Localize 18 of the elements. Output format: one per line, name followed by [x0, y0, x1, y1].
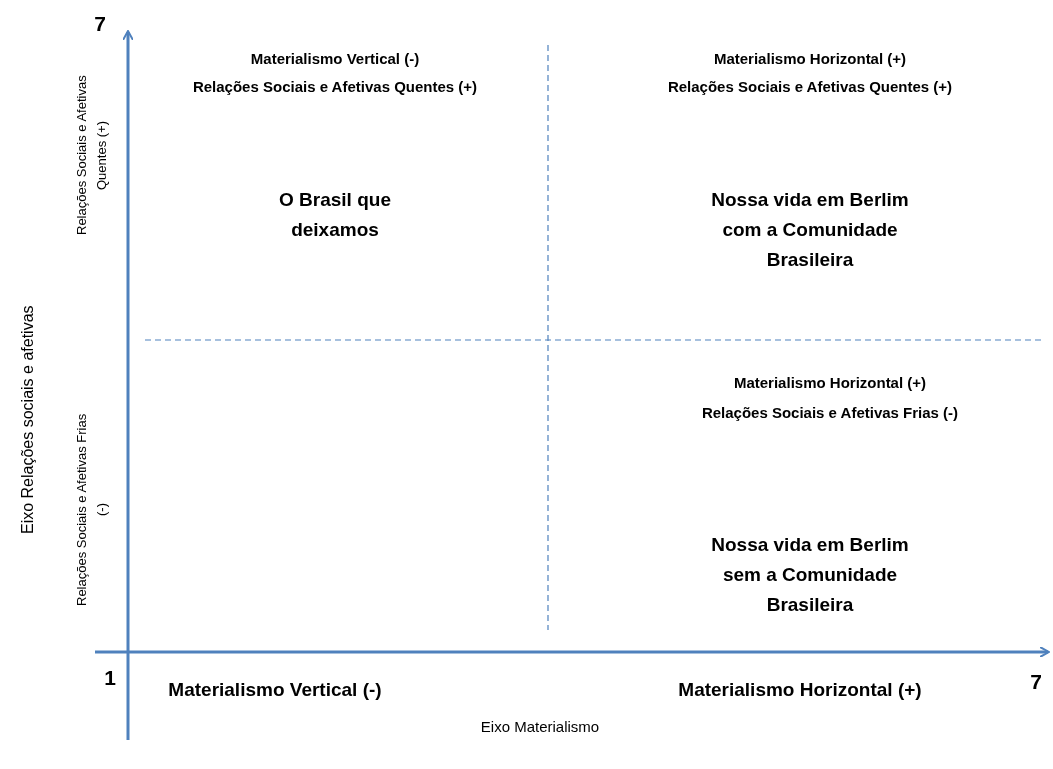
axis-title: Eixo Relações sociais e afetivas — [18, 304, 37, 537]
quadrant-title: Nossa vida em Berlim com a Comunidade Brasileira — [710, 188, 910, 272]
quadrant-description: Relações Sociais e Afetivas Frias (-) — [700, 403, 960, 423]
axis-tick-label: 7 — [93, 11, 107, 37]
quadrant-description: Relações Sociais e Afetivas Quentes (+) — [191, 77, 479, 97]
axis-side-label: Relações Sociais e Afetivas Quentes (+) — [73, 74, 110, 237]
quadrant-title: Nossa vida em Berlim sem a Comunidade Brasileira — [710, 533, 910, 617]
axis-title: Eixo Materialismo — [479, 717, 601, 737]
axis-category-label: Materialismo Vertical (-) — [167, 678, 383, 702]
quadrant-description: Materialismo Vertical (-) — [249, 49, 421, 69]
axis-category-label: Materialismo Horizontal (+) — [677, 678, 923, 702]
axis-side-label: Relações Sociais e Afetivas Frias (-) — [73, 412, 110, 609]
axis-tick-label: 1 — [103, 665, 117, 691]
quadrant-description: Relações Sociais e Afetivas Quentes (+) — [666, 77, 954, 97]
quadrant-description: Materialismo Horizontal (+) — [732, 373, 928, 393]
axis-tick-label: 7 — [1029, 669, 1043, 695]
quadrant-title: O Brasil que deixamos — [278, 188, 392, 242]
quadrant-description: Materialismo Horizontal (+) — [712, 49, 908, 69]
